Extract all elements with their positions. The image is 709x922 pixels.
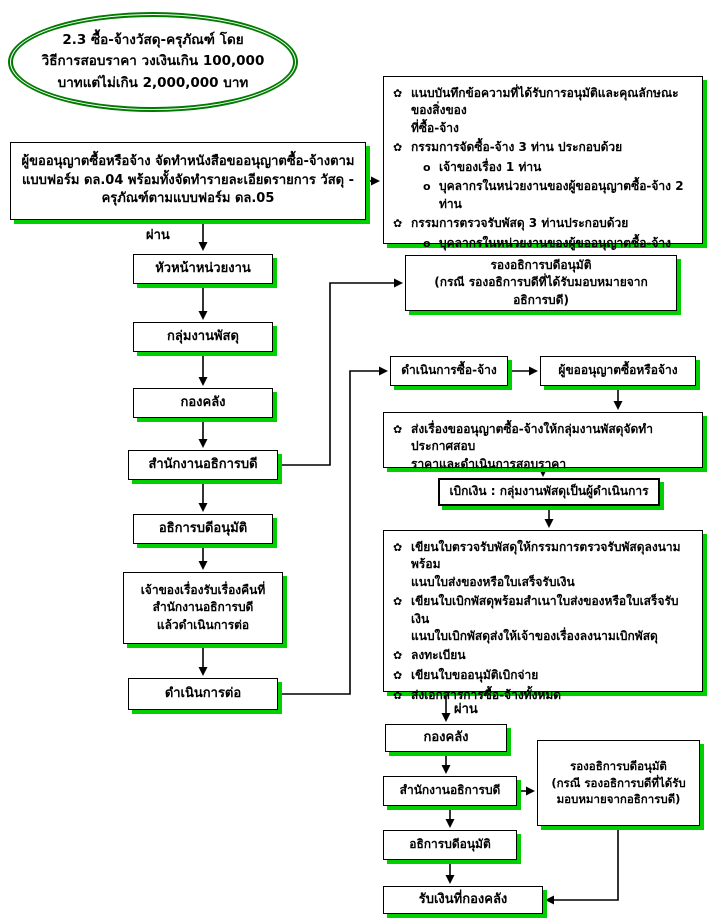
president-office-box: สำนักงานอธิการบดี	[128, 450, 278, 480]
flower-bullet-icon: ✿	[393, 217, 403, 231]
note-item-text: บุคลากรในหน่วยงานของผู้ขออนุญาตซื้อ-จ้าง	[439, 235, 672, 250]
requester-box: ผู้ขออนุญาตซื้อหรือจ้าง จัดทำหนังสือขออน…	[10, 142, 366, 220]
continue-text: ดำเนินการต่อ	[164, 685, 242, 701]
send-note-item: ✿ ส่งเรื่องขออนุญาตซื้อ-จ้างให้กลุ่มงานพ…	[393, 421, 693, 473]
connector-continue-to-procure-action	[278, 366, 388, 695]
note-item: ✿ แนบบันทึกข้อความที่ได้รับการอนุมัติและ…	[393, 85, 693, 137]
president-office-bottom-text: สำนักงานอธิการบดี	[399, 783, 501, 798]
president-office-bottom-box: สำนักงานอธิการบดี	[383, 776, 517, 806]
flower-bullet-icon: ✿	[393, 423, 403, 436]
supply-group-box: กลุ่มงานพัสดุ	[133, 322, 273, 352]
disburse-header-text: เบิกเงิน : กลุ่มงานพัสดุเป็นผู้ดำเนินการ	[449, 484, 649, 499]
circle-bullet-icon: o	[423, 180, 431, 194]
disburse-item: ✿ เขียนใบตรวจรับพัสดุให้กรรมการตรวจรับพั…	[393, 539, 693, 591]
vice-president-bottom-text: รองอธิการบดีอนุมัติ (กรณี รองอธิการบดีที…	[551, 758, 686, 807]
disburse-item-text: ส่งเอกสารการซื้อ-จ้างทั้งหมด	[411, 687, 562, 702]
note-item-text: บุคลากรในหน่วยงานของผู้ขออนุญาตซื้อ-จ้าง…	[439, 179, 684, 211]
finance-division-bottom-box: กองคลัง	[385, 724, 507, 752]
receive-money-box: รับเงินที่กองคลัง	[383, 886, 543, 914]
circle-bullet-icon: o	[423, 236, 431, 250]
president-approve-bottom-text: อธิการบดีอนุมัติ	[409, 837, 491, 852]
procure-requester-text: ผู้ขออนุญาตซื้อหรือจ้าง	[558, 363, 678, 378]
note-sub-item: o เจ้าของเรื่อง 1 ท่าน	[423, 159, 693, 177]
flower-bullet-icon: ✿	[393, 87, 403, 100]
president-approve-text: อธิการบดีอนุมัติ	[158, 520, 248, 536]
note-item-text: แนบบันทึกข้อความที่ได้รับการอนุมัติและคุ…	[411, 86, 679, 135]
disburse-item-text: เขียนใบตรวจรับพัสดุให้กรรมการตรวจรับพัสด…	[411, 540, 681, 589]
continue-box: ดำเนินการต่อ	[128, 678, 278, 710]
note-item-text: กรรมการตรวจรับพัสดุ 3 ท่านประกอบด้วย	[411, 216, 629, 231]
flower-bullet-icon: ✿	[393, 541, 403, 554]
disburse-list-box: ✿ เขียนใบตรวจรับพัสดุให้กรรมการตรวจรับพั…	[383, 530, 703, 702]
process-title-text: 2.3 ซื้อ-จ้างวัสดุ-ครุภัณฑ์ โดย วิธีการส…	[41, 31, 265, 91]
pass-label-top: ผ่าน	[146, 228, 170, 243]
president-approve-box: อธิการบดีอนุมัติ	[133, 514, 273, 544]
process-title-ellipse: 2.3 ซื้อ-จ้างวัสดุ-ครุภัณฑ์ โดย วิธีการส…	[8, 12, 298, 112]
procure-action-box: ดำเนินการซื้อ-จ้าง	[390, 356, 508, 386]
send-note-text: ส่งเรื่องขออนุญาตซื้อ-จ้างให้กลุ่มงานพัส…	[411, 422, 653, 471]
head-of-unit-box: หัวหน้าหน่วยงาน	[133, 254, 273, 284]
flower-bullet-icon: ✿	[393, 668, 403, 682]
head-of-unit-text: หัวหน้าหน่วยงาน	[155, 260, 251, 276]
note-sub-item: o บุคลากรในหน่วยงานของผู้ขออนุญาตซื้อ-จ้…	[423, 235, 693, 253]
disburse-item: ✿ เขียนใบเบิกพัสดุพร้อมสำเนาใบส่งของหรือ…	[393, 593, 693, 645]
owner-receives-text: เจ้าของเรื่องรับเรื่องคืนที่ สำนักงานอธิ…	[140, 582, 266, 632]
receive-money-text: รับเงินที่กองคลัง	[418, 891, 508, 907]
disburse-item-text: ลงทะเบียน	[411, 648, 466, 663]
disburse-item: ✿ เขียนใบขออนุมัติเบิกจ่าย	[393, 667, 693, 685]
disburse-item-text: เขียนใบเบิกพัสดุพร้อมสำเนาใบส่งของหรือใบ…	[411, 594, 679, 643]
disburse-item: ✿ ส่งเอกสารการซื้อ-จ้างทั้งหมด	[393, 687, 693, 705]
owner-receives-box: เจ้าของเรื่องรับเรื่องคืนที่ สำนักงานอธิ…	[123, 572, 283, 644]
note-item-text: เจ้าของเรื่อง 1 ท่าน	[439, 159, 542, 174]
send-note-box: ✿ ส่งเรื่องขออนุญาตซื้อ-จ้างให้กลุ่มงานพ…	[383, 412, 703, 471]
requester-text: ผู้ขออนุญาตซื้อหรือจ้าง จัดทำหนังสือขออน…	[21, 153, 355, 207]
circle-bullet-icon: o	[423, 160, 431, 174]
vice-president-bottom-box: รองอธิการบดีอนุมัติ (กรณี รองอธิการบดีที…	[537, 740, 700, 826]
vice-president-top-box: รองอธิการบดีอนุมัติ (กรณี รองอธิการบดีที…	[405, 255, 677, 311]
president-approve-bottom-box: อธิการบดีอนุมัติ	[383, 830, 517, 860]
connector-president-office-to-vice-president	[278, 278, 403, 466]
committee-notes-box: ✿ แนบบันทึกข้อความที่ได้รับการอนุมัติและ…	[383, 76, 703, 250]
note-item: ✿ กรรมการจัดซื้อ-จ้าง 3 ท่าน ประกอบด้วย	[393, 139, 693, 157]
president-office-text: สำนักงานอธิการบดี	[148, 456, 258, 472]
pass-label-bottom: ผ่าน	[454, 702, 478, 717]
flower-bullet-icon: ✿	[393, 595, 403, 609]
note-item-text: กรรมการจัดซื้อ-จ้าง 3 ท่าน ประกอบด้วย	[411, 140, 623, 155]
finance-division-box: กองคลัง	[133, 388, 273, 418]
finance-division-text: กองคลัง	[180, 394, 226, 410]
procure-requester-box: ผู้ขออนุญาตซื้อหรือจ้าง	[540, 356, 696, 386]
disburse-header-box: เบิกเงิน : กลุ่มงานพัสดุเป็นผู้ดำเนินการ	[438, 478, 660, 506]
flower-bullet-icon: ✿	[393, 688, 403, 702]
flower-bullet-icon: ✿	[393, 649, 403, 663]
note-sub-item: o บุคลากรในหน่วยงานของผู้ขออนุญาตซื้อ-จ้…	[423, 178, 693, 213]
supply-group-text: กลุ่มงานพัสดุ	[167, 328, 239, 344]
procure-action-text: ดำเนินการซื้อ-จ้าง	[401, 363, 497, 378]
connector-vice-president-to-receive-money	[545, 826, 619, 905]
disburse-item-text: เขียนใบขออนุมัติเบิกจ่าย	[411, 667, 539, 682]
vice-president-top-text: รองอธิการบดีอนุมัติ (กรณี รองอธิการบดีที…	[434, 257, 648, 307]
flower-bullet-icon: ✿	[393, 141, 403, 155]
finance-division-bottom-text: กองคลัง	[423, 729, 469, 745]
note-item: ✿ กรรมการตรวจรับพัสดุ 3 ท่านประกอบด้วย	[393, 215, 693, 233]
disburse-item: ✿ ลงทะเบียน	[393, 647, 693, 665]
